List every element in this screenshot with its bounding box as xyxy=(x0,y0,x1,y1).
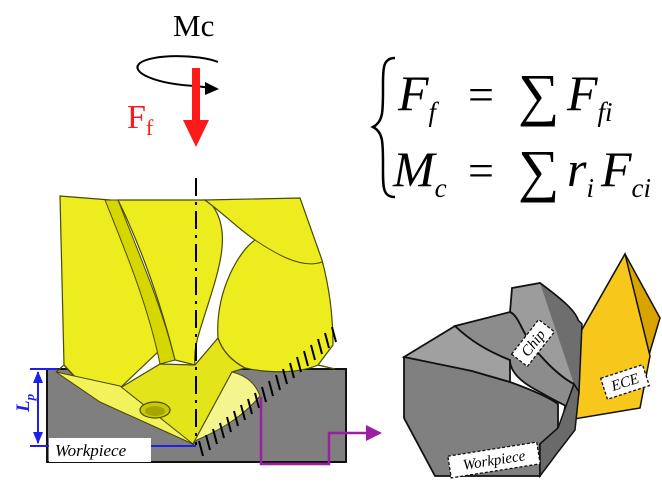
equation-brace xyxy=(373,58,395,197)
workpiece-label-left: Workpiece xyxy=(55,441,127,460)
depth-label: Lp xyxy=(13,393,37,413)
equation-feed-force: Ff=∑Ffi xyxy=(397,62,613,127)
feed-force-arrow xyxy=(183,68,209,147)
torque-label: Mc xyxy=(173,8,214,43)
element-cutting-model: Chip ECE Workpiece xyxy=(404,254,660,478)
drilling-scene: Lp Workpiece xyxy=(13,178,382,464)
load-indicators: Mc Ff xyxy=(127,8,219,147)
feed-force-label: Ff xyxy=(127,99,154,140)
